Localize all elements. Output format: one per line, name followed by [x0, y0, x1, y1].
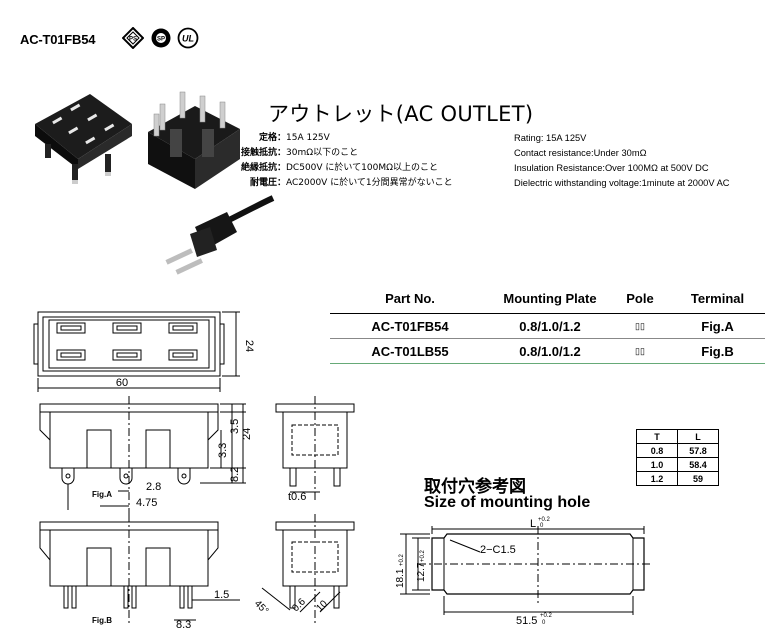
dim-fig-a-d2: 4.75	[136, 497, 157, 509]
spec-en-row: Rating: 15A 125V	[514, 133, 587, 143]
dim-fig-b-d1: 1.5	[214, 589, 229, 601]
dim-mount-w-tol: +0.2	[540, 613, 553, 619]
cell-part-no: AC-T01LB55	[330, 338, 490, 364]
col-terminal: Terminal	[690, 290, 745, 306]
dim-mount-chamfer: 2−C1.5	[480, 544, 516, 556]
dim-fig-a-h4: 8.2	[229, 467, 241, 482]
mounting-hole-title-jp: 取付穴参考図	[424, 477, 526, 497]
dim-fig-a-t: t0.6	[288, 491, 306, 503]
cell-pole: ▯▯	[610, 313, 670, 339]
fig-a-front-drawing	[39, 396, 246, 520]
specs-english: Rating: 15A 125V Contact resistance:Unde…	[514, 131, 730, 191]
cell-terminal: Fig.B	[670, 338, 765, 364]
spec-jp-row: 絶縁抵抗：DC500V に於いて100MΩ以上のこと	[240, 163, 438, 173]
dim-fig-a-h3: 3.3	[217, 443, 229, 458]
fig-a-label: Fig.A	[92, 490, 112, 499]
dim-top-width: 60	[116, 377, 128, 389]
dim-fig-b-w: 10	[314, 598, 330, 614]
dim-mount-l-tol: +0.2	[538, 517, 551, 523]
spec-jp-row: 接触抵抗：30mΩ以下のこと	[240, 148, 359, 158]
specs-japanese: 定格：15A 125V 接触抵抗：30mΩ以下のこと 絶縁抵抗：DC500V に…	[222, 131, 453, 191]
csa-icon: SP	[151, 28, 171, 48]
dim-mount-w-tol2: 0	[542, 620, 546, 626]
dimension-labels: 60 24 Fig.A 2.8 4.75 3.5 24 3.3 8.2 t0.6…	[92, 340, 553, 629]
dim-top-height: 24	[243, 340, 255, 352]
dim-fig-b-angle: 45°	[252, 598, 270, 616]
dim-fig-b-d2: 8.3	[176, 619, 191, 629]
spec-en-row: Contact resistance:Under 30mΩ	[514, 148, 647, 158]
table-row: AC-T01FB54 0.8/1.0/1.2 ▯▯ Fig.A	[330, 313, 765, 339]
dim-mount-h-tol: +0.2	[399, 553, 405, 566]
cell-terminal: Fig.A	[670, 313, 765, 339]
pse-diamond-icon: PS	[122, 27, 144, 49]
table-row: AC-T01LB55 0.8/1.0/1.2 ▯▯ Fig.B	[330, 338, 765, 364]
dim-mount-w: 51.5	[516, 615, 537, 627]
parts-table: Part No. Mounting Plate Pole Terminal AC…	[330, 283, 765, 364]
top-view-drawing	[33, 311, 240, 392]
cell-part-no: AC-T01FB54	[330, 313, 490, 339]
outlet-photo-back	[148, 91, 240, 189]
spec-en-row: Insulation Resistance:Over 100MΩ at 500V…	[514, 163, 709, 173]
cell-mounting: 0.8/1.0/1.2	[490, 338, 610, 364]
dim-fig-a-h1: 3.5	[229, 419, 241, 434]
svg-text:UL: UL	[182, 34, 194, 44]
col-part-no: Part No.	[385, 290, 435, 306]
ul-icon: UL	[177, 27, 199, 49]
svg-text:PS: PS	[129, 37, 137, 43]
tl-cell: 59	[677, 471, 719, 486]
svg-text:SP: SP	[157, 37, 165, 43]
col-pole: Pole	[626, 290, 654, 306]
col-mounting-plate: Mounting Plate	[503, 290, 597, 306]
dim-mount-h: 18.1	[395, 568, 406, 588]
spec-en-row: Dielectric withstanding voltage:1minute …	[514, 178, 730, 188]
dim-mount-h2-tol: +0.2	[420, 549, 426, 562]
dim-mount-l: L	[530, 518, 536, 530]
dim-fig-b-t: 0.6	[290, 596, 308, 614]
dim-fig-a-d1: 2.8	[146, 481, 161, 493]
outlet-photo-front	[35, 94, 132, 184]
tl-cell: 1.2	[636, 471, 678, 486]
fig-b-side-drawing	[261, 514, 355, 625]
dim-mount-h2: 12.7	[416, 562, 427, 582]
spec-jp-row: 定格：15A 125V	[258, 133, 330, 143]
fig-b-front-drawing	[39, 514, 240, 625]
product-title: アウトレット(AC OUTLET)	[268, 102, 534, 126]
parts-table-header: Part No. Mounting Plate Pole Terminal	[330, 283, 765, 314]
dim-fig-a-h2: 24	[241, 428, 253, 440]
cell-mounting: 0.8/1.0/1.2	[490, 313, 610, 339]
mounting-hole-title-en: Size of mounting hole	[424, 494, 591, 511]
fig-b-label: Fig.B	[92, 616, 112, 625]
spec-jp-row: 耐電圧：AC2000V に於いて1分間異常がないこと	[249, 178, 453, 188]
mounting-hole-drawing	[400, 526, 650, 615]
cell-pole: ▯▯	[610, 338, 670, 364]
plug-photo	[165, 195, 275, 275]
model-number: AC-T01FB54	[20, 32, 96, 47]
dim-mount-l-tol2: 0	[540, 523, 544, 529]
fig-a-side-drawing	[275, 396, 355, 500]
